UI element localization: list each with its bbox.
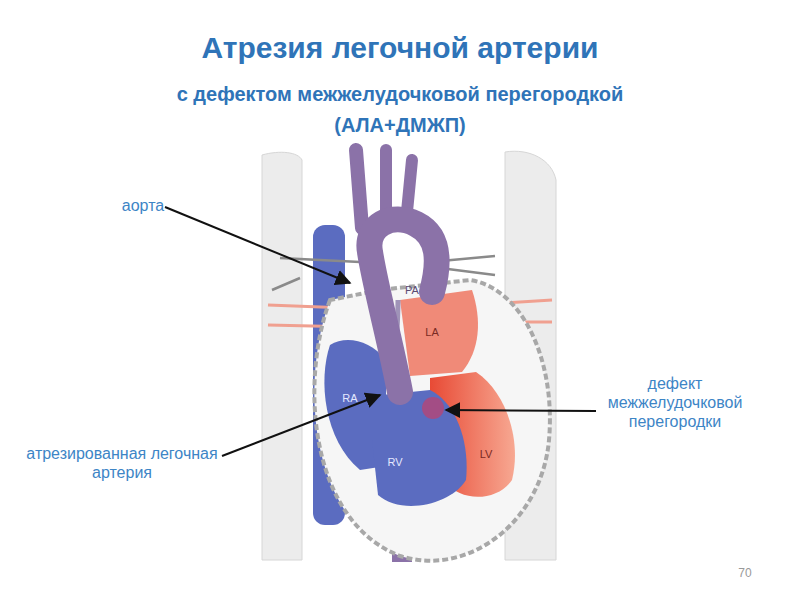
callout-label: аорта [113,196,173,215]
page-number: 70 [725,566,765,580]
leader-lines [165,207,596,456]
chamber-label: PA [397,284,427,297]
lung-left [262,152,302,560]
chamber-label: RV [380,456,410,469]
chamber-label: LA [417,326,447,339]
callout-label: дефект межжелудочковой перегородки [595,374,755,432]
right-ventricle [372,390,467,506]
aorta [356,150,437,392]
heart-wall [314,280,550,561]
callout-label: атрезированная легочная артерия [22,444,222,482]
abbreviation: (АЛА+ДМЖП) [250,113,550,137]
septal-defect [422,397,444,419]
chamber-label: LV [471,448,501,461]
subtitle: с дефектом межжелудочковой перегородкой [20,82,780,106]
slide-title: Атрезия легочной артерии [0,30,800,66]
chamber-label: RA [335,392,365,405]
